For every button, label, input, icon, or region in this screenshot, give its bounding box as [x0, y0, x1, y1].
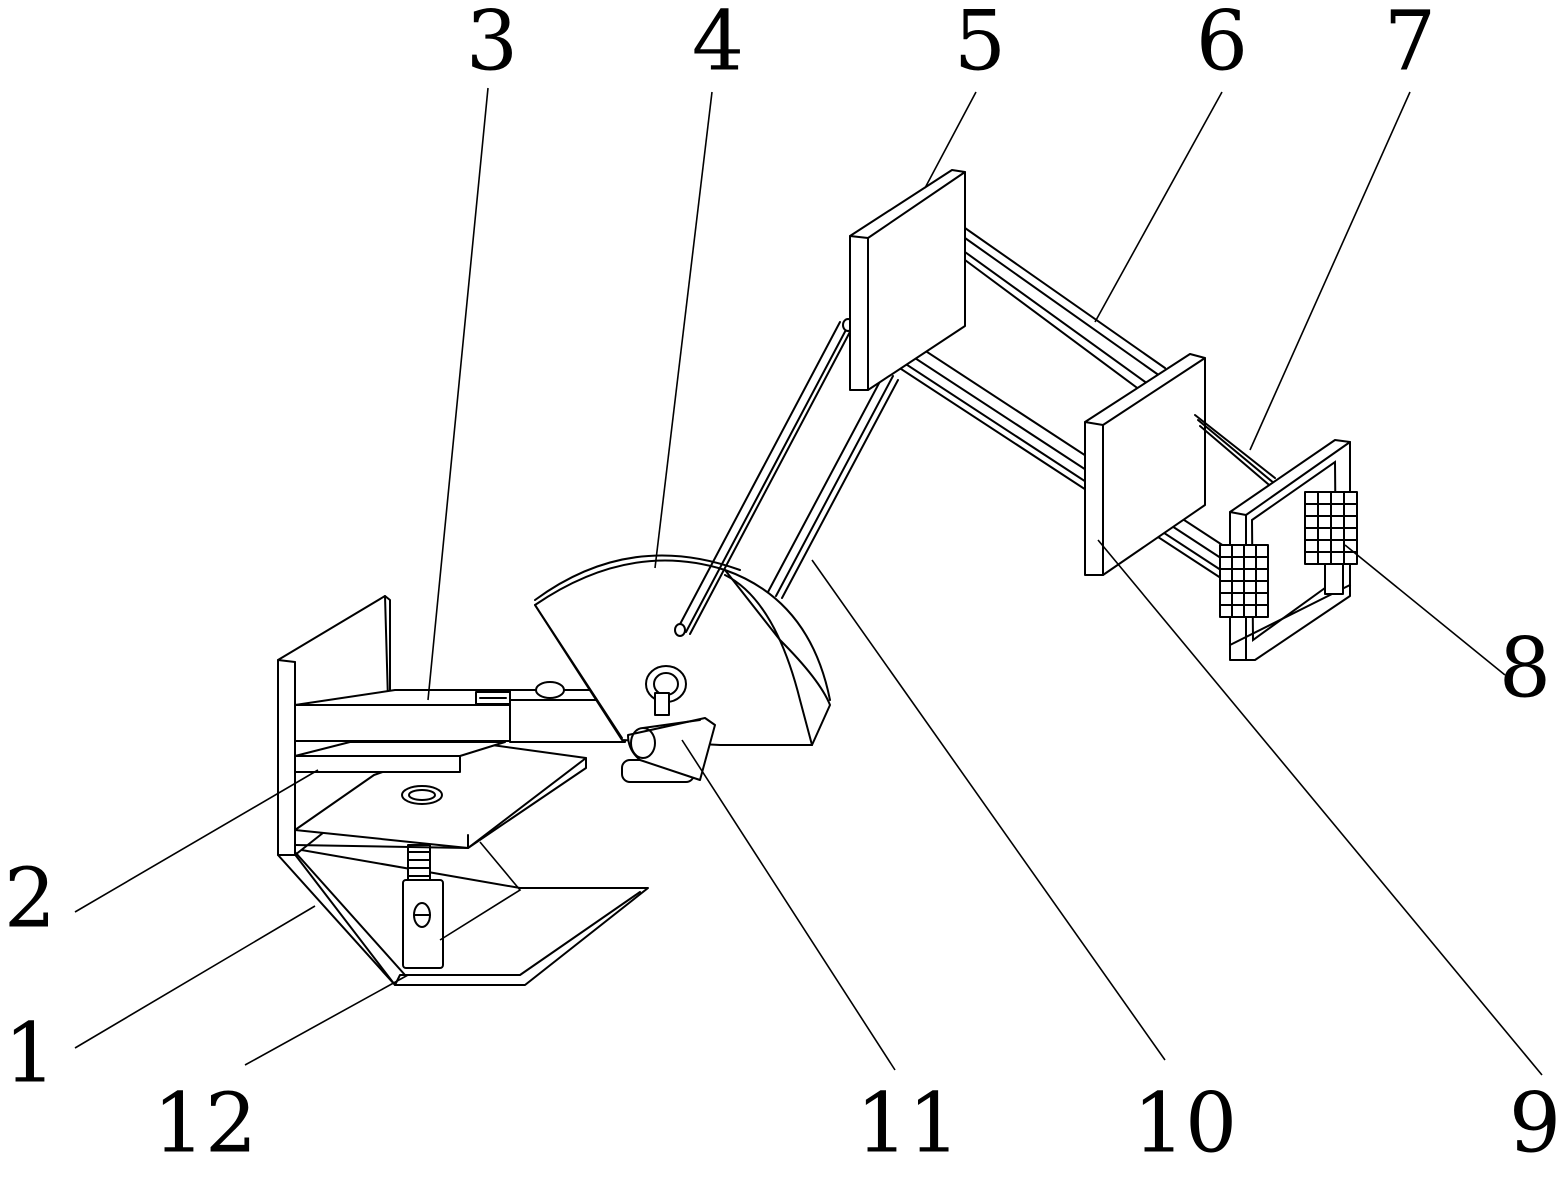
label-1: 1: [4, 1007, 56, 1102]
middle-plate: [294, 741, 587, 849]
label-5: 5: [954, 0, 1006, 90]
clamp: [621, 717, 716, 783]
label-2: 2: [4, 852, 56, 947]
slide-bar: [294, 681, 626, 743]
label-4: 4: [692, 0, 744, 90]
label-3: 3: [466, 0, 518, 90]
label-9: 9: [1509, 1077, 1561, 1172]
support-plate-5: [849, 169, 966, 391]
label-12: 12: [153, 1077, 257, 1172]
grip-pad-right: [1304, 491, 1358, 595]
support-plate-10: [1084, 353, 1206, 576]
upper-rails: [964, 227, 1166, 391]
small-rod: [1194, 414, 1276, 491]
pivot-knob: [645, 665, 687, 716]
label-10: 10: [1133, 1077, 1237, 1172]
leader-lines: [74, 87, 1543, 1076]
label-7: 7: [1384, 0, 1436, 90]
base-plate: [289, 847, 649, 986]
arm-rods: [674, 318, 899, 637]
label-8: 8: [1499, 622, 1551, 717]
lift-column: [402, 844, 444, 969]
label-11: 11: [856, 1077, 960, 1172]
grip-pad-left: [1219, 544, 1269, 618]
callout-labels: 3 4 5 6 7 8 2 1 12 11 10 9: [4, 0, 1561, 1172]
label-6: 6: [1196, 0, 1248, 90]
